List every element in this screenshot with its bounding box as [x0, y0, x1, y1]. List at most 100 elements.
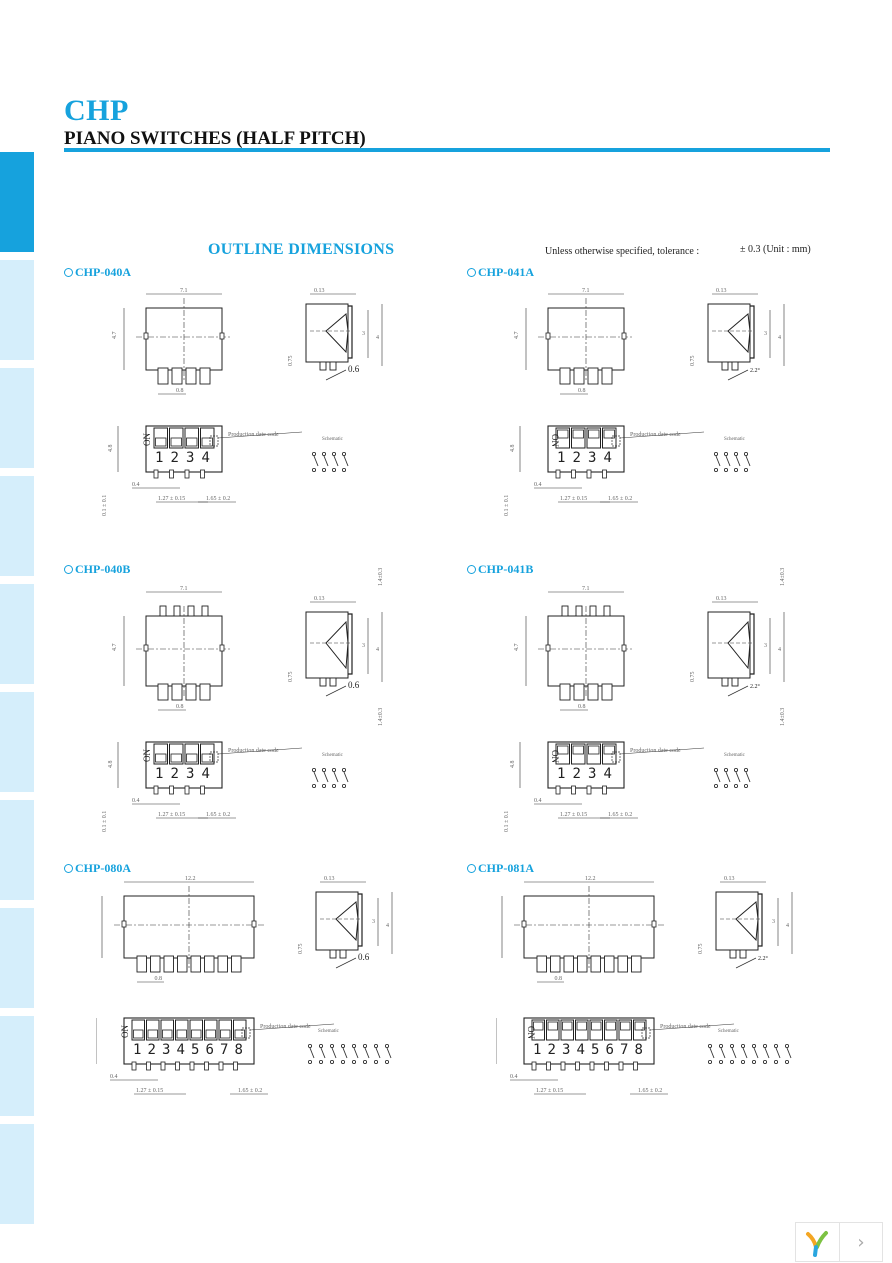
dim-text: 1.27 ± 0.15	[560, 496, 587, 502]
position-number: 4	[202, 766, 210, 782]
side-tab[interactable]	[0, 152, 34, 252]
front-pin	[571, 785, 576, 795]
section-heading: OUTLINE DIMENSIONS	[208, 241, 395, 258]
dim-width-text: 12.2	[585, 876, 596, 882]
schematic-label: Schematic	[322, 753, 344, 758]
side-tab[interactable]	[0, 692, 34, 792]
leader-line	[217, 431, 303, 439]
page-subtitle: PIANO SWITCHES (HALF PITCH)	[64, 128, 366, 149]
on-label: ON	[120, 1025, 130, 1038]
dim-text: 1.27 ± 0.15	[136, 1088, 163, 1094]
front-pin	[169, 469, 174, 479]
side-tab[interactable]	[0, 368, 34, 468]
side-tab[interactable]	[0, 800, 34, 900]
logo-button[interactable]	[796, 1223, 839, 1261]
dim-text: 3	[362, 643, 365, 649]
dim-text: 4.8	[108, 445, 114, 453]
switch-slot	[169, 427, 184, 449]
switch-slot	[146, 1019, 160, 1041]
front-pin	[618, 1061, 624, 1071]
switch-slot	[233, 1019, 247, 1041]
switch-actuator	[170, 753, 182, 763]
switch-actuator	[547, 1021, 558, 1031]
schematic-contact	[318, 1043, 323, 1048]
date-code-text: Production date code	[630, 748, 681, 754]
schematic-switch	[753, 1047, 759, 1059]
position-number: 1	[155, 450, 163, 466]
dim-text: 0.1 ± 0.1	[504, 811, 510, 832]
dim-line	[735, 957, 757, 969]
part-label-chp-041a: CHP-041A	[467, 265, 534, 280]
schematic-switch	[764, 1047, 770, 1059]
switch-actuator	[557, 745, 569, 755]
dim-line	[325, 685, 347, 697]
dim-pitch-text: 0.8	[578, 704, 586, 710]
dim-text: 1.27 ± 0.15	[158, 496, 185, 502]
schematic-switch	[331, 1047, 337, 1059]
pin-pad	[536, 955, 547, 973]
side-tab[interactable]	[0, 1016, 34, 1116]
dim-text: 0.4	[110, 1074, 118, 1080]
schematic-contact	[723, 783, 728, 788]
date-code-text: Production date code	[228, 748, 279, 754]
dim-text: 0.1 ± 0.1	[102, 495, 108, 516]
switch-slot	[571, 427, 586, 449]
schematic-contact	[331, 767, 336, 772]
date-code-box	[209, 751, 219, 763]
side-tab[interactable]	[0, 584, 34, 684]
side-tab[interactable]	[0, 260, 34, 360]
switch-slot	[200, 743, 215, 765]
switch-slot	[555, 427, 570, 449]
pin-pad	[590, 955, 601, 973]
next-button[interactable]: ›	[838, 1223, 882, 1261]
mount-tab	[545, 644, 551, 652]
position-number: 2	[171, 450, 179, 466]
schematic-contact	[751, 1043, 756, 1048]
schematic-contact	[784, 1059, 789, 1064]
part-label-chp-040b: CHP-040B	[64, 562, 130, 577]
front-pin	[169, 785, 174, 795]
dim-text: 1.4±0.3	[780, 568, 786, 586]
dim-pitch-text: 0.8	[155, 976, 163, 982]
dim-text: 4.8	[510, 761, 516, 769]
front-pin	[546, 1061, 551, 1071]
dim-text: 4	[376, 647, 379, 653]
dim-angle-text: 0.6	[348, 680, 360, 690]
side-tab[interactable]	[0, 1124, 34, 1224]
schematic-contact	[773, 1059, 778, 1064]
schematic-contact	[718, 1059, 723, 1064]
part-label-chp-040a: CHP-040A	[64, 265, 131, 280]
schematic-contact	[341, 451, 346, 456]
side-pin	[731, 361, 739, 371]
dim-text: 1.27 ± 0.15	[158, 812, 185, 818]
side-tab[interactable]	[0, 908, 34, 1008]
chevron-right-icon: ›	[857, 1231, 865, 1253]
schematic-contact	[329, 1059, 334, 1064]
schematic-switch	[745, 771, 751, 783]
pin-pad	[163, 955, 174, 973]
side-tab[interactable]	[0, 476, 34, 576]
switch-actuator	[201, 437, 213, 447]
switch-actuator	[588, 745, 600, 755]
date-code-text: Production date code	[260, 1024, 311, 1030]
bullet-icon	[64, 864, 73, 873]
dim-line	[727, 369, 749, 381]
on-label: ON	[526, 1026, 536, 1039]
switch-actuator	[162, 1029, 173, 1039]
dim-angle-text: 2.2°	[758, 955, 769, 962]
switch-actuator	[605, 1021, 616, 1031]
position-number: 2	[171, 766, 179, 782]
schematic-contact	[373, 1059, 378, 1064]
front-pin	[153, 469, 159, 479]
side-cam	[335, 901, 359, 942]
side-view-body	[707, 303, 751, 363]
schematic-contact	[713, 767, 718, 772]
dim-text: 3	[362, 331, 365, 337]
schematic-contact	[311, 767, 316, 772]
schematic-contact	[340, 1043, 345, 1048]
pin-pad	[159, 605, 167, 617]
schematic-contact	[751, 1059, 756, 1064]
switch-actuator	[201, 753, 213, 763]
dim-width-text: 7.1	[180, 586, 188, 592]
bullet-icon	[64, 268, 73, 277]
